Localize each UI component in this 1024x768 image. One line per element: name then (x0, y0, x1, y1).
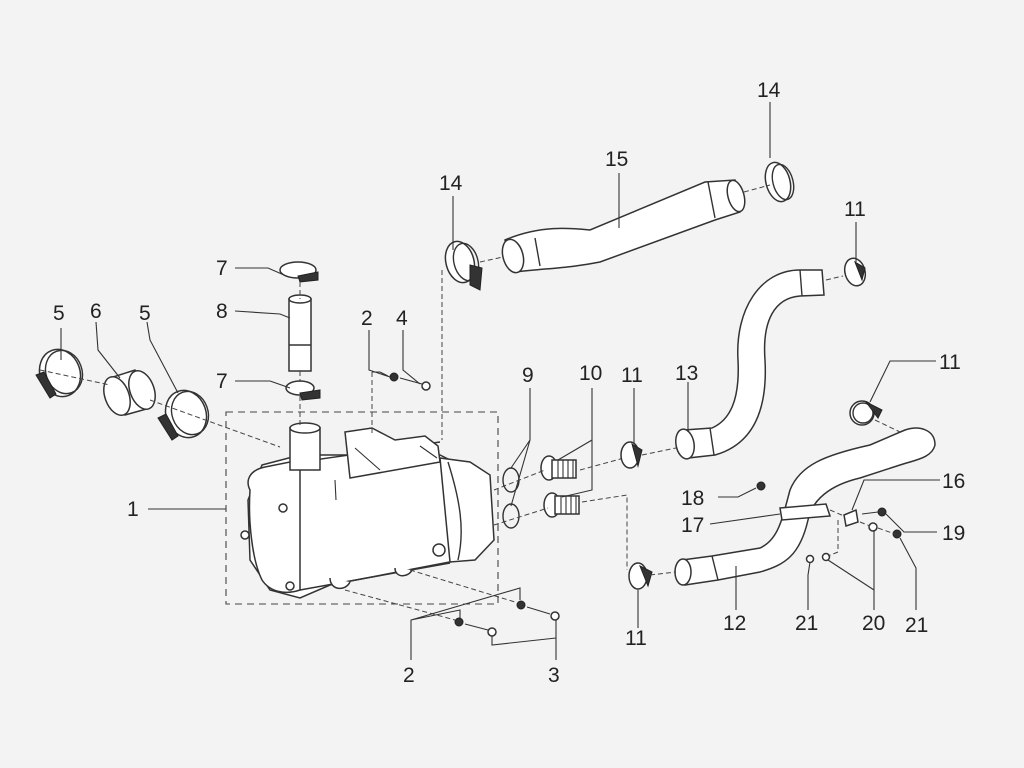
hose-8 (288, 294, 312, 372)
callout-2: 2 (361, 307, 373, 330)
bracket-16 (843, 508, 859, 527)
bracket-17 (779, 503, 832, 521)
o-ring-9-lower (502, 503, 520, 529)
callout-8: 8 (216, 300, 228, 323)
bolt-18 (756, 481, 766, 491)
callout-11: 11 (621, 364, 643, 387)
assembly-boundary (225, 411, 499, 605)
axis-lines-bracket (827, 509, 896, 557)
callout-4: 4 (396, 307, 408, 330)
callout-20: 20 (862, 612, 885, 635)
clamp-11-upper-right (843, 257, 867, 287)
axis-line-hose-13-top (825, 275, 844, 281)
callout-19: 19 (942, 522, 965, 545)
callout-1: 1 (127, 498, 139, 521)
nut-2-bottom-right (516, 600, 526, 610)
clamp-14-right (764, 161, 795, 203)
callout-18: 18 (681, 487, 704, 510)
clamp-11-middle (620, 441, 643, 469)
axis-lines-fittings (493, 457, 628, 570)
bolt-19 (861, 507, 887, 517)
hose-15 (501, 179, 746, 274)
callout-14: 14 (757, 79, 781, 102)
washer-20 (821, 522, 878, 562)
callout-11: 11 (939, 351, 961, 374)
clamp-11-right (849, 400, 883, 426)
clamp-11-lower (628, 562, 653, 590)
hose-clamp-5-left (35, 348, 84, 399)
bolt-3-left (464, 623, 497, 637)
fitting-10-lower (543, 492, 580, 518)
hose-13 (675, 269, 825, 460)
callout-9: 9 (522, 364, 534, 387)
callout-2: 2 (403, 664, 415, 687)
clamp-14-left (444, 240, 483, 291)
callout-labels: 5 6 5 7 8 7 2 4 1 14 15 14 11 9 10 11 13… (53, 79, 965, 687)
nut-2-top (389, 372, 399, 382)
axis-line-clamp-11-middle (641, 447, 677, 456)
clamp-7-top (279, 261, 319, 283)
callout-10: 10 (579, 362, 602, 385)
heat-exchanger (240, 422, 495, 599)
axis-lines-mount-bolts (344, 569, 516, 621)
leader-lines (60, 102, 940, 660)
axis-line-hose-6 (39, 369, 281, 448)
callout-16: 16 (942, 470, 965, 493)
callout-5: 5 (53, 302, 65, 325)
callout-21: 21 (905, 614, 928, 637)
callout-5: 5 (139, 302, 151, 325)
callout-11: 11 (625, 627, 647, 650)
fitting-10-upper (540, 455, 577, 481)
callout-11: 11 (844, 198, 866, 221)
callout-3: 3 (548, 664, 560, 687)
axis-lines-hose-15 (441, 184, 771, 440)
callout-7: 7 (216, 370, 228, 393)
hose-6 (103, 369, 156, 416)
hose-clamp-5-right (157, 389, 210, 441)
nut-2-bottom-left (454, 617, 464, 627)
callout-7: 7 (216, 257, 228, 280)
bolt-3-right (526, 606, 560, 621)
callout-12: 12 (723, 612, 746, 635)
callout-15: 15 (605, 148, 628, 171)
axis-line-clamp-11-lower (649, 571, 677, 576)
callout-13: 13 (675, 362, 698, 385)
callout-6: 6 (90, 300, 102, 323)
callout-14: 14 (439, 172, 463, 195)
callout-17: 17 (681, 514, 704, 537)
callout-21: 21 (795, 612, 818, 635)
